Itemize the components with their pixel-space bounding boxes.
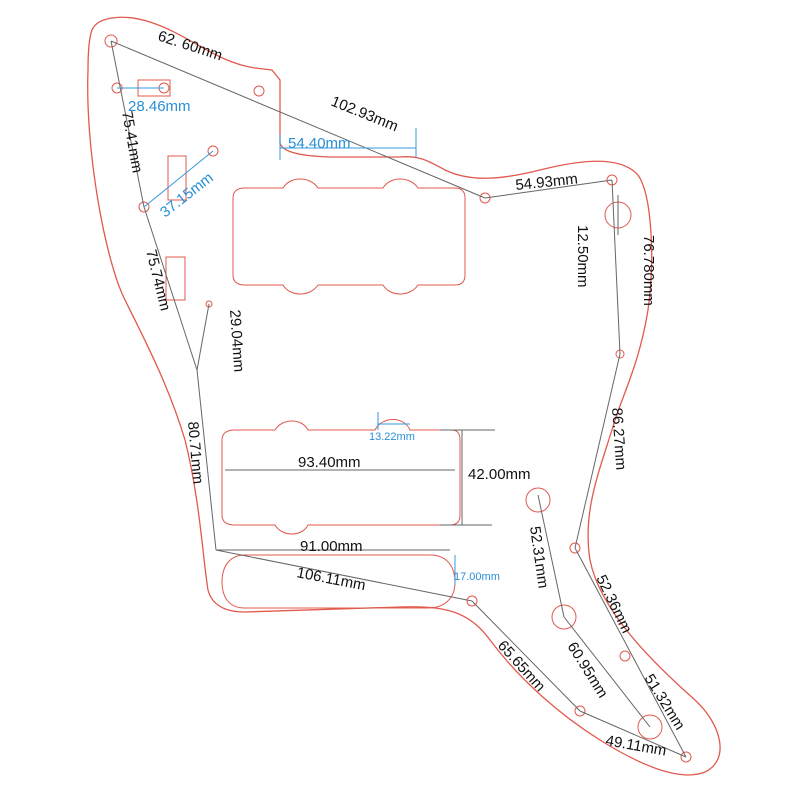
dim-label: 54.40mm xyxy=(288,135,351,152)
bridge-pickup-cutout xyxy=(221,419,461,535)
dimension-lines xyxy=(110,40,687,758)
control-slot-cutout xyxy=(221,554,456,609)
dim-label: 80.71mm xyxy=(184,421,206,485)
dim-label: 12.50mm xyxy=(574,225,591,288)
dim-label: 42.00mm xyxy=(468,466,531,483)
dim-label: 75.41mm xyxy=(118,110,146,175)
dim-label: 75.74mm xyxy=(142,248,174,313)
dim-label: 29.04mm xyxy=(226,309,247,373)
neck-pickup-cutout xyxy=(232,178,466,295)
switch-cutout-3 xyxy=(165,256,186,301)
dim-label: 52.36mm xyxy=(592,572,635,636)
pickguard-outline xyxy=(87,16,721,776)
dim-label: 91.00mm xyxy=(300,538,363,555)
dim-label: 52.31mm xyxy=(526,525,552,589)
dim-label: 60.95mm xyxy=(564,639,612,701)
secondary-dimension-lines xyxy=(117,87,456,585)
dim-label: 106.11mm xyxy=(295,564,367,594)
dim-label: 93.40mm xyxy=(298,454,361,471)
dim-label: 65.65mm xyxy=(494,637,548,695)
dim-label: 62. 60mm xyxy=(156,28,225,65)
dim-label: 86.27mm xyxy=(608,407,629,471)
dim-label: 13.22mm xyxy=(369,431,415,443)
screw-holes xyxy=(104,34,692,763)
dim-label: 54.93mm xyxy=(515,171,579,194)
dim-label: 102.93mm xyxy=(329,93,401,135)
dim-label: 37.15mm xyxy=(157,169,217,221)
dim-label: 76.780mm xyxy=(640,235,657,306)
dim-label: 17.00mm xyxy=(454,571,500,583)
dim-label: 28.46mm xyxy=(128,98,191,115)
switch-cutout-2 xyxy=(167,155,187,201)
